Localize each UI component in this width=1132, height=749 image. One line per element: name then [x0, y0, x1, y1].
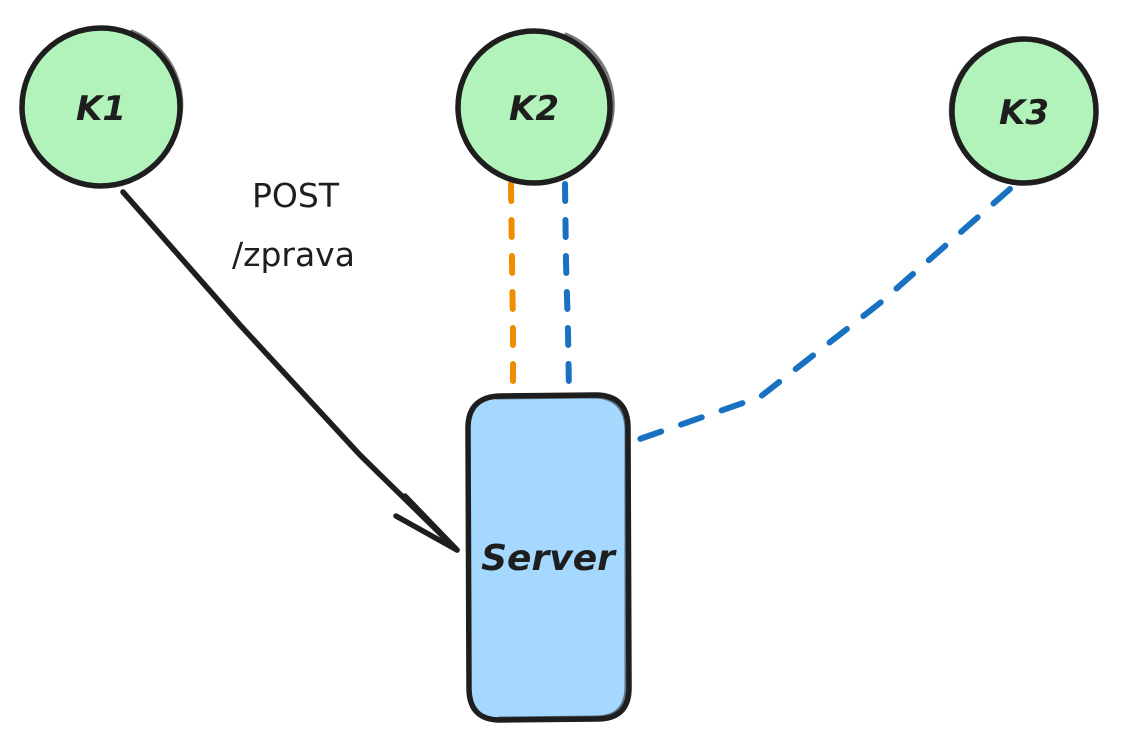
k3-circle-shape: [949, 36, 1099, 186]
edge-label-line-1: POST: [252, 176, 340, 215]
arrowhead-upper-barb: [402, 493, 460, 553]
edge-k2-to-server-blue[interactable]: [562, 181, 572, 395]
server-box-shape: [465, 392, 632, 723]
server-box-sketch-overstroke: [495, 395, 628, 720]
node-k3[interactable]: K3: [948, 36, 1099, 186]
edge-line-blue-k2: [562, 181, 572, 395]
k3-label: K3: [999, 93, 1049, 133]
node-k2[interactable]: K2: [455, 28, 615, 186]
edge-k2-to-server-orange[interactable]: [508, 181, 516, 395]
k1-label: K1: [76, 89, 126, 129]
k2-circle-sketch-overstroke: [564, 32, 615, 141]
edge-label-post-zprava: POST /zprava: [232, 176, 355, 274]
edge-label-line-2: /zprava: [232, 235, 355, 274]
node-k1[interactable]: K1: [19, 25, 184, 189]
k3-circle-sketch-overstroke: [948, 42, 997, 147]
k2-label: K2: [509, 89, 559, 129]
k1-circle-sketch-overstroke: [130, 29, 184, 148]
arrowhead-lower-barb: [393, 513, 460, 553]
server-label: Server: [481, 538, 617, 579]
k1-circle-shape: [19, 25, 183, 189]
edge-k3-to-server-blue[interactable]: [631, 186, 1013, 444]
edge-k1-to-server[interactable]: [120, 189, 460, 553]
edge-line-orange: [508, 181, 516, 395]
node-server[interactable]: Server: [465, 392, 632, 723]
k2-circle-shape: [455, 28, 613, 186]
edge-line-blue-k3: [631, 186, 1013, 444]
